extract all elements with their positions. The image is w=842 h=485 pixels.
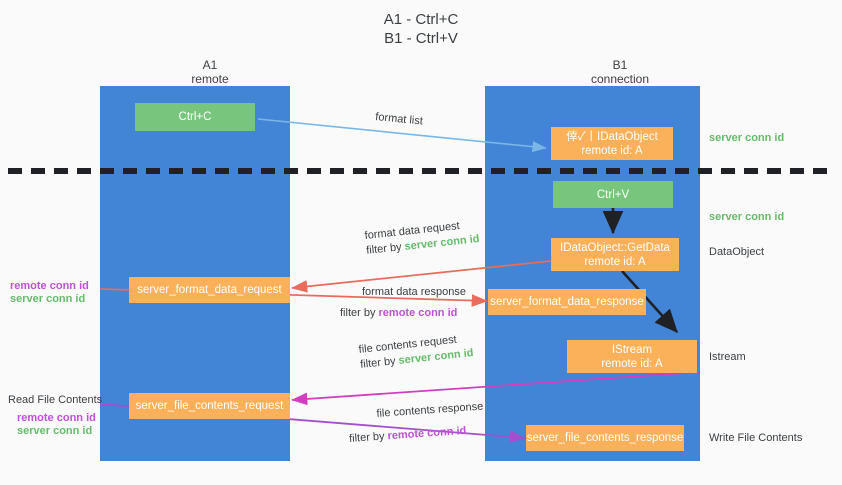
edge-label-file-contents-request: file contents request filter by server c…	[358, 331, 474, 373]
edge-format-data-request-filter-prefix: filter by	[365, 240, 406, 257]
edge-label-file-contents-response: file contents response filter by remote …	[349, 400, 485, 445]
node-getdata-line1: IDataObject::GetData	[560, 241, 670, 254]
annotation-left-server-conn-id-2: server conn id	[17, 425, 93, 437]
node-server-format-data-request[interactable]: server_format_data_request	[129, 277, 290, 303]
edge-file-contents-response-filter-key: remote conn id	[387, 424, 467, 443]
node-server-format-data-response[interactable]: server_format_data_response	[488, 289, 646, 315]
annotation-read-file-contents: Read File Contents	[8, 394, 103, 406]
annotation-left-server-conn-id-1: server conn id	[10, 293, 86, 305]
edge-label-format-data-request: format data request filter by server con…	[364, 217, 480, 259]
edge-label-format-list-text: format list	[374, 110, 424, 128]
column-b1-sub: connection	[590, 72, 650, 86]
node-ctrl-v-label: Ctrl+V	[596, 188, 630, 201]
node-ctrl-v[interactable]: Ctrl+V	[553, 181, 673, 208]
annotation-istream: Istream	[709, 351, 746, 363]
node-idataobject-getdata[interactable]: IDataObject::GetData remote id: A	[551, 238, 679, 271]
column-b1-name: B1	[612, 58, 628, 72]
edge-format-data-response-filter-prefix: filter by	[340, 307, 379, 319]
column-header-b1: B1 connection	[540, 58, 700, 86]
diagram-title: A1 - Ctrl+C B1 - Ctrl+V	[0, 10, 842, 48]
node-server-format-data-request-label: server_format_data_request	[137, 284, 282, 296]
column-a1-name: A1	[202, 58, 218, 72]
node-server-file-contents-response-label: server_file_contents_response	[526, 432, 684, 444]
title-line-2: B1 - Ctrl+V	[384, 30, 458, 47]
edge-format-data-response-filter: filter by remote conn id	[340, 306, 466, 321]
edge-format-data-response-filter-key: remote conn id	[378, 307, 458, 319]
column-header-a1: A1 remote	[130, 58, 290, 86]
node-ole-dataobject-line2: remote id: A	[581, 144, 643, 157]
node-server-format-data-response-label: server_format_data_response	[490, 296, 644, 308]
node-ole-dataobject-line1: 倖✓丨IDataObject	[566, 130, 658, 143]
node-istream-line2: remote id: A	[601, 357, 663, 370]
annotation-dataobject: DataObject	[709, 246, 765, 258]
annotation-write-file-contents: Write File Contents	[709, 432, 803, 444]
annotation-left-remote-conn-id-2: remote conn id	[17, 412, 96, 424]
edge-file-contents-response-main: file contents response	[376, 400, 484, 420]
title-line-1: A1 - Ctrl+C	[383, 11, 459, 28]
annotation-server-conn-id-top: server conn id	[709, 132, 785, 144]
node-ctrl-c[interactable]: Ctrl+C	[135, 103, 255, 131]
edge-file-contents-response-filter-prefix: filter by	[348, 430, 389, 445]
edge-file-contents-request-filter-prefix: filter by	[359, 354, 400, 371]
column-a1-sub: remote	[191, 72, 229, 86]
node-ctrl-c-label: Ctrl+C	[178, 111, 212, 123]
node-istream[interactable]: IStream remote id: A	[567, 340, 697, 373]
annotation-server-conn-id-mid: server conn id	[709, 211, 785, 223]
edge-label-format-list: format list	[375, 110, 424, 130]
edge-file-contents-response-filter: filter by remote conn id	[349, 422, 486, 446]
edge-label-format-data-response: format data response filter by remote co…	[340, 285, 466, 321]
node-server-file-contents-request-label: server_file_contents_request	[135, 400, 284, 412]
node-server-file-contents-response[interactable]: server_file_contents_response	[526, 425, 684, 451]
edge-format-data-response-main: format data response	[362, 286, 466, 298]
node-server-file-contents-request[interactable]: server_file_contents_request	[129, 393, 290, 419]
node-getdata-line2: remote id: A	[584, 255, 646, 268]
node-ole-dataobject[interactable]: 倖✓丨IDataObject remote id: A	[551, 127, 673, 160]
node-istream-line1: IStream	[611, 343, 653, 356]
annotation-left-remote-conn-id-1: remote conn id	[10, 280, 89, 292]
